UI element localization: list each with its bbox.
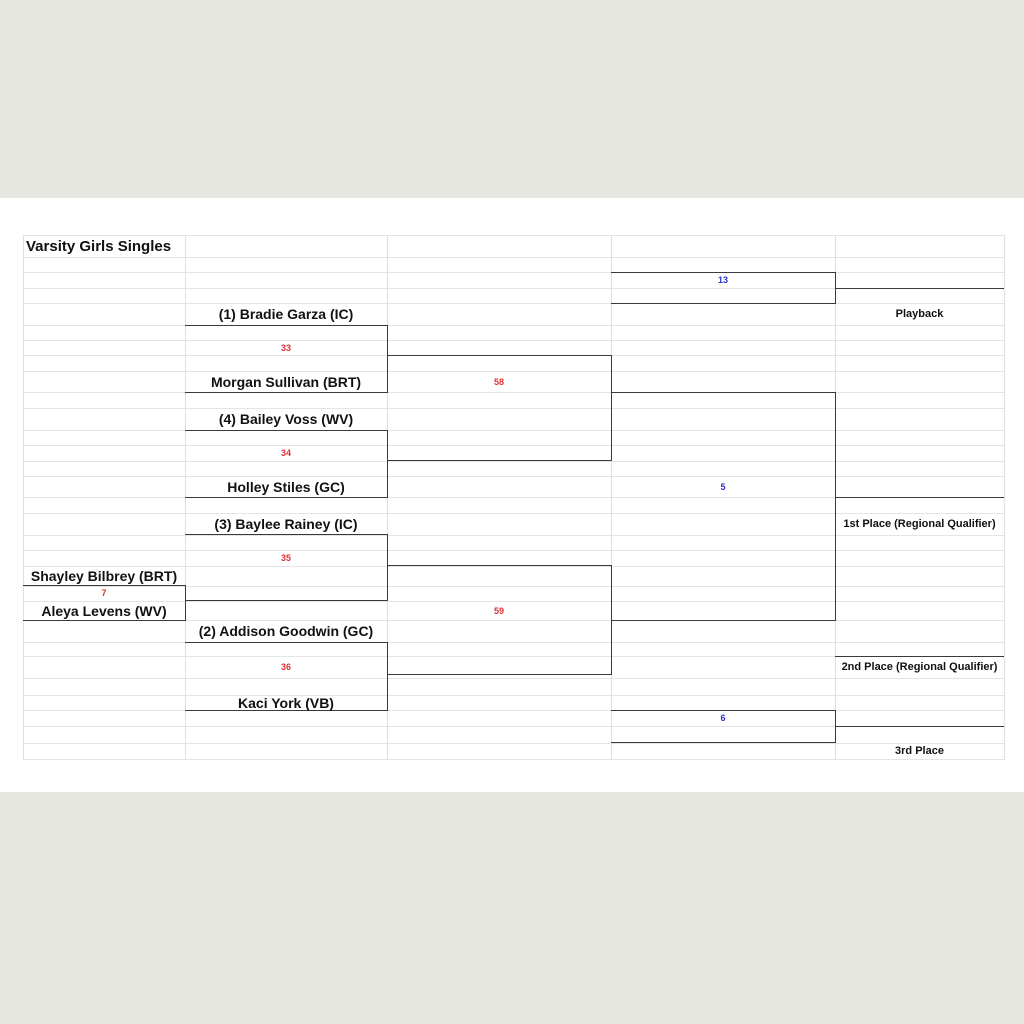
bracket-line bbox=[23, 620, 185, 621]
bracket-line bbox=[185, 430, 387, 431]
match-number: 36 bbox=[280, 662, 291, 672]
bracket-line bbox=[611, 620, 835, 621]
player-name[interactable]: Holley Stiles (GC) bbox=[227, 478, 345, 495]
gridline bbox=[23, 497, 1004, 498]
bracket-line bbox=[835, 392, 836, 621]
bracket-line bbox=[611, 742, 835, 743]
sheet-background bbox=[0, 198, 1024, 792]
bracket-line bbox=[611, 710, 835, 711]
bracket-line bbox=[387, 674, 611, 675]
gridline bbox=[23, 303, 1004, 304]
match-number: 6 bbox=[720, 713, 726, 723]
gridline bbox=[23, 759, 1004, 760]
player-name[interactable]: (1) Bradie Garza (IC) bbox=[218, 306, 354, 322]
match-number: 33 bbox=[280, 342, 291, 353]
bracket-line bbox=[611, 303, 835, 304]
gridline bbox=[23, 340, 1004, 341]
gridline bbox=[23, 642, 1004, 643]
player-name[interactable]: (2) Addison Goodwin (GC) bbox=[198, 623, 374, 639]
bracket-line bbox=[611, 392, 835, 393]
bracket-line bbox=[185, 710, 387, 711]
bracket-line bbox=[387, 430, 388, 498]
gridline bbox=[23, 678, 1004, 679]
gridline bbox=[23, 476, 1004, 477]
match-number: 13 bbox=[717, 275, 728, 285]
gridline bbox=[23, 272, 1004, 273]
bracket-line bbox=[387, 460, 611, 461]
match-number: 59 bbox=[493, 605, 504, 616]
bracket-line bbox=[23, 585, 185, 586]
gridline bbox=[23, 325, 1004, 326]
player-name[interactable]: Kaci York (VB) bbox=[238, 694, 334, 711]
bracket-line bbox=[835, 288, 1004, 289]
bracket-line bbox=[185, 497, 387, 498]
gridline bbox=[23, 535, 1004, 536]
second-place-label: 2nd Place (Regional Qualifier) bbox=[841, 661, 998, 673]
gridline bbox=[23, 710, 1004, 711]
bracket-line bbox=[835, 726, 1004, 727]
bracket-line bbox=[185, 642, 387, 643]
gridline bbox=[1004, 235, 1005, 760]
gridline bbox=[23, 656, 1004, 657]
first-place-label: 1st Place (Regional Qualifier) bbox=[843, 518, 996, 530]
gridline bbox=[23, 430, 1004, 431]
bracket-line bbox=[835, 497, 1004, 498]
gridline bbox=[23, 392, 1004, 393]
gridline bbox=[23, 601, 1004, 602]
bracket-line bbox=[387, 355, 611, 356]
match-number: 35 bbox=[280, 553, 291, 563]
bracket-line bbox=[611, 272, 835, 273]
gridline bbox=[23, 620, 1004, 621]
gridline bbox=[23, 743, 1004, 744]
gridline bbox=[23, 695, 1004, 696]
player-name[interactable]: Morgan Sullivan (BRT) bbox=[210, 373, 362, 390]
player-name[interactable]: (4) Bailey Voss (WV) bbox=[218, 411, 354, 427]
gridline bbox=[23, 513, 1004, 514]
bracket-line bbox=[611, 355, 612, 461]
match-number: 7 bbox=[101, 588, 107, 598]
gridline bbox=[23, 586, 1004, 587]
bracket-line bbox=[835, 656, 1004, 657]
playback-label: Playback bbox=[895, 308, 944, 320]
bracket-line bbox=[387, 565, 611, 566]
player-name[interactable]: (3) Baylee Rainey (IC) bbox=[214, 516, 358, 532]
bracket-line bbox=[387, 325, 388, 393]
gridline bbox=[23, 566, 1004, 567]
gridline bbox=[23, 371, 1004, 372]
player-name[interactable]: Shayley Bilbrey (BRT) bbox=[30, 568, 178, 584]
gridline bbox=[23, 257, 1004, 258]
bracket-line bbox=[185, 585, 186, 621]
bracket-title: Varsity Girls Singles bbox=[26, 237, 172, 255]
player-name[interactable]: Aleya Levens (WV) bbox=[41, 602, 167, 619]
gridline bbox=[23, 235, 24, 760]
gridline bbox=[23, 461, 1004, 462]
gridline bbox=[23, 550, 1004, 551]
match-number: 58 bbox=[493, 376, 504, 387]
third-place-label: 3rd Place bbox=[895, 745, 944, 757]
gridline bbox=[23, 445, 1004, 446]
bracket-line bbox=[185, 534, 387, 535]
bracket-line bbox=[387, 534, 388, 601]
gridline bbox=[23, 235, 1004, 236]
gridline bbox=[23, 288, 1004, 289]
bracket-line bbox=[185, 600, 387, 601]
bracket-line bbox=[387, 642, 388, 711]
gridline bbox=[611, 235, 612, 760]
match-number: 34 bbox=[280, 448, 291, 458]
gridline bbox=[23, 726, 1004, 727]
match-number: 5 bbox=[720, 481, 726, 492]
gridline bbox=[23, 408, 1004, 409]
bracket-line bbox=[185, 392, 387, 393]
bracket-line bbox=[185, 325, 387, 326]
